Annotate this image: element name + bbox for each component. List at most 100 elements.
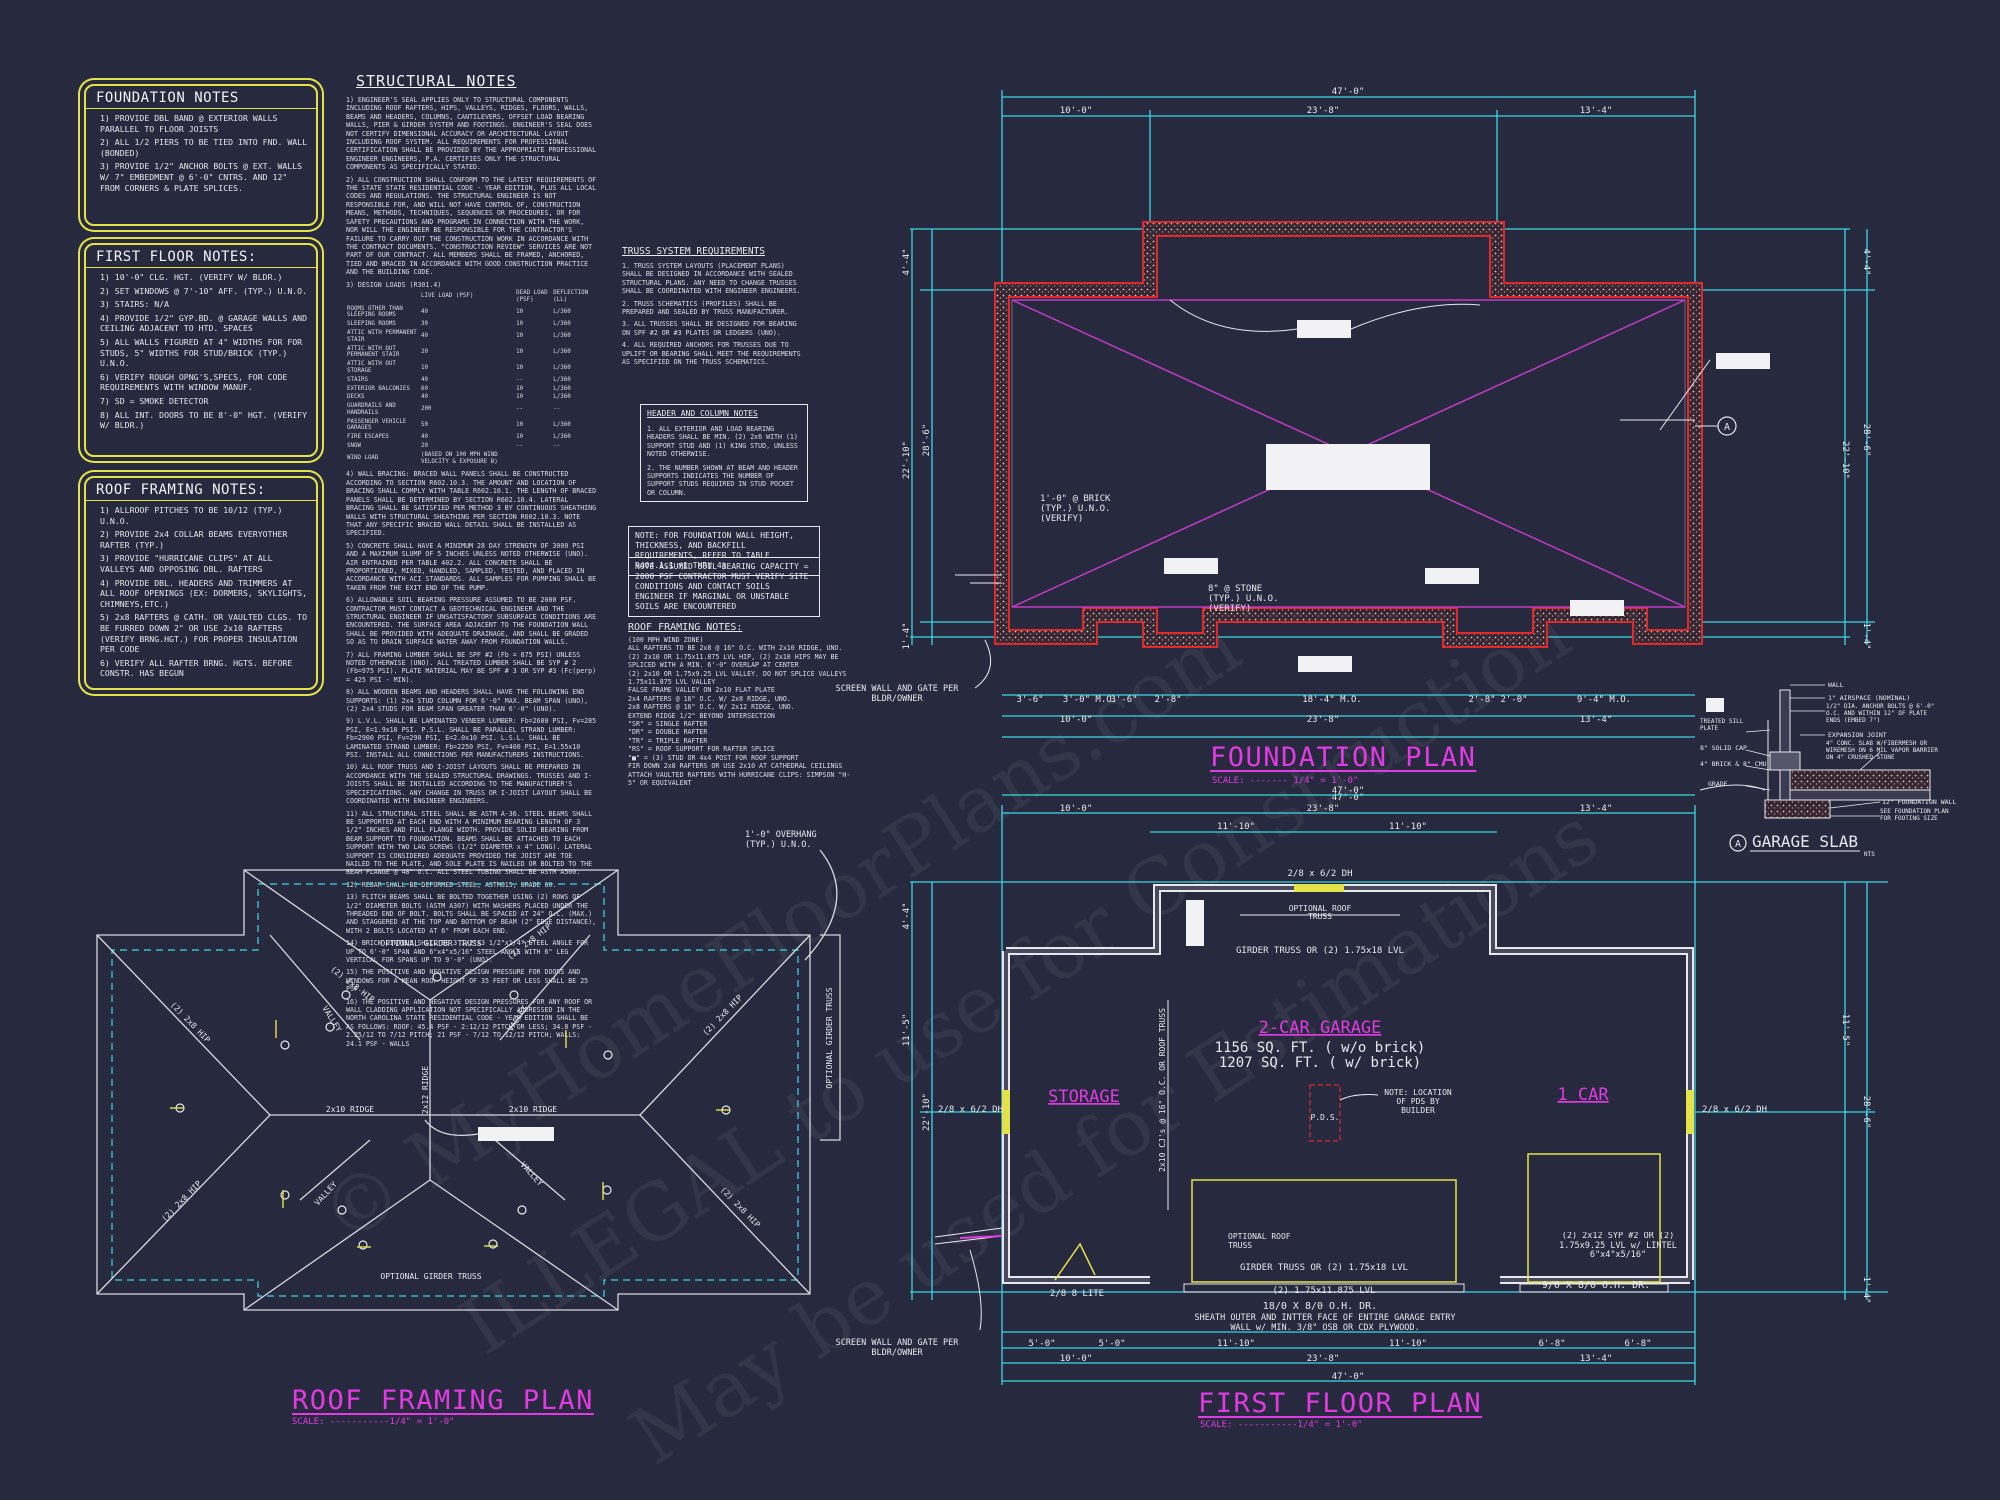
loads-cell: L/360	[553, 333, 571, 340]
loads-cell: EXTERIOR BALCONIES	[347, 385, 410, 392]
nts-label: NTS	[1864, 851, 1875, 858]
dim-label: 11'-5"	[1840, 1014, 1850, 1047]
foundation-note: 2) ALL 1/2 PIERS TO BE TIED INTO FND. WA…	[100, 137, 308, 158]
truss-requirement: 4. ALL REQUIRED ANCHORS FOR TRUSSES DUE …	[622, 341, 801, 367]
foundation-notes-title: FOUNDATION NOTES	[86, 86, 316, 109]
structural-note: 7) ALL FRAMING LUMBER SHALL BE SPF #2 (F…	[346, 650, 597, 684]
loads-cell: WIND LOAD	[347, 455, 379, 462]
loads-row: WIND LOAD(BASED ON 100 MPH WIND VELOCITY…	[346, 451, 598, 467]
slab-label: EXPANSION JOINT	[1828, 731, 1887, 739]
soil-bearing-note: NOTE ASSUMED SOIL BEARING CAPACITY = 200…	[628, 557, 820, 617]
slab-label: GRADE	[1708, 780, 1728, 788]
pds-note: NOTE: LOCATION OF PDS BY BUILDER	[1384, 1088, 1452, 1115]
loads-cell: 30	[420, 321, 428, 328]
roof-framing-note-line: FALSE FRAME VALLEY ON 2x10 FLAT PLATE	[628, 686, 775, 695]
section-marker	[1729, 834, 1747, 852]
dim-label: 23'-8"	[1307, 1354, 1340, 1364]
truss-requirements: TRUSS SYSTEM REQUIREMENTS 1. TRUSS SYSTE…	[622, 246, 807, 366]
roof-label: VALLEY	[519, 1160, 545, 1188]
loads-cell: 50	[420, 422, 428, 429]
structural-note: 6) ALLOWABLE SOIL BEARING PRESSURE ASSUM…	[346, 596, 597, 647]
dim-label: 13'-4"	[1580, 1354, 1613, 1364]
structural-note: 10) ALL ROOF TRUSS AND I-JOIST LAYOUTS S…	[346, 763, 593, 806]
garage-slab-section: WALL 1" AIRSPACE (NOMINAL) 1/2" DIA. ANC…	[1699, 681, 1956, 858]
loads-cell: ATTIC WITH OUT STORAGE	[347, 361, 396, 374]
dim-label: 3'-6"	[1110, 695, 1137, 705]
dim-label: 5'-0"	[1028, 1339, 1055, 1349]
loads-cell: STAIRS	[347, 376, 368, 383]
dim-label: 2'-0"	[1500, 695, 1527, 705]
loads-cell: L/360	[553, 376, 571, 383]
door-label: 9/0 X 8/0 O.H. DR.	[1542, 1280, 1650, 1291]
roof-framing-note-line: ATTACH VAULTED RAFTERS WITH HURRICANE CL…	[628, 770, 851, 787]
roof-framing-plan-scale: SCALE: -----------1/4" = 1'-0"	[292, 1417, 455, 1427]
loads-cell: 10	[516, 348, 524, 355]
loads-cell: L/360	[553, 321, 571, 328]
dim-label: 4'-4"	[902, 902, 912, 929]
loads-cell: ATTIC WITH OUT PERMANENT STAIR	[347, 345, 400, 359]
roof-framing-note: 3) PROVIDE "HURRICANE CLIPS" AT ALL VALL…	[100, 553, 273, 574]
dim-label: 47'-0"	[1332, 793, 1365, 803]
loads-cell: 40	[420, 376, 428, 383]
roof-support-posts	[175, 972, 731, 1250]
garage-door-small	[1527, 1153, 1661, 1283]
foundation-dims-text: 47'-0" 10'-0" 23'-8" 13'-4" 3'-6" 3'-0" …	[902, 87, 1871, 803]
design-loads-table: LIVE LOAD (PSF) DEAD LOAD (PSF) DEFLECTI…	[346, 289, 598, 467]
roof-framing-note-line: (100 MPH WIND ZONE)	[628, 636, 704, 644]
section-marker-label: A	[1724, 422, 1730, 433]
dim-label: 2'-8"	[1468, 695, 1495, 705]
roof-label: 2x10 RIDGE	[509, 1105, 557, 1114]
slab-label: 4" BRICK & 8" CMU	[1700, 760, 1767, 768]
first-floor-notes-title: FIRST FLOOR NOTES:	[86, 245, 316, 268]
roof-framing-note: 5) 2x8 RAFTERS @ CATH. OR VAULTED CLGS. …	[100, 612, 308, 655]
first-floor-note: 1) 10'-0" CLG. HGT. (VERIFY W/ BLDR.)	[100, 272, 283, 282]
roof-framing-note-line: 2x4 RAFTERS @ 16" O.C. W/ 2x8 RIDGE, UNO…	[628, 694, 791, 703]
loads-cell: L/360	[553, 364, 571, 371]
dim-label: 28'-6"	[1861, 424, 1871, 457]
loads-cell: 60	[420, 385, 428, 392]
girder-label: GIRDER TRUSS OR (2) 1.75x18 LVL	[1236, 946, 1404, 956]
roof-framing-note-line: "TR" = TRIPLE RAFTER	[628, 736, 708, 745]
roof-label: (2) 2x8 HIP	[701, 993, 744, 1037]
window	[1002, 1090, 1010, 1134]
loads-cell: 10	[516, 422, 524, 429]
loads-header: DEAD LOAD (PSF)	[516, 289, 548, 303]
loads-cell: 10	[516, 308, 524, 315]
room-garage-label: 2-CAR GARAGE	[1259, 1018, 1382, 1038]
truss-requirement: 1. TRUSS SYSTEM LAYOUTS (PLACEMENT PLANS…	[622, 262, 801, 296]
loads-cell: L/360	[553, 394, 571, 401]
first-floor-note: 3) STAIRS: N/A	[100, 299, 170, 310]
loads-cell: SLEEPING ROOMS	[347, 321, 396, 328]
first-floor-plan-title: FIRST FLOOR PLAN	[1198, 1388, 1483, 1419]
brick-label: 1'-0" @ BRICK (TYP.) U.N.O. (VERIFY)	[1040, 494, 1111, 524]
dim-label: 11'-5"	[902, 1014, 912, 1047]
roof-label: 2x10 RIDGE	[326, 1105, 374, 1114]
roof-arrows	[170, 1020, 730, 1248]
first-floor-note: 5) ALL WALLS FIGURED AT 4" WIDTHS FOR FO…	[100, 336, 303, 369]
roof-framing-plan-title: ROOF FRAMING PLAN	[292, 1385, 594, 1416]
loads-cell: --	[516, 376, 524, 383]
roof-framing-plan	[96, 849, 841, 1311]
dim-label: 10'-0"	[1060, 715, 1093, 725]
loads-cell: 40	[420, 308, 428, 315]
anchor-tag	[1425, 568, 1479, 584]
first-floor-plan: 10'-0" 23'-8" 13'-4" 47'-0" 11'-10" 11'-…	[836, 786, 1888, 1385]
garage-door-big	[1191, 1179, 1457, 1283]
dim-label: 47'-0"	[1332, 786, 1365, 796]
loads-cell: 10	[516, 394, 524, 401]
dim-label: 6'-8"	[1624, 1339, 1651, 1349]
anchor-tag	[1164, 558, 1218, 574]
pds-box	[1309, 1084, 1341, 1142]
roof-framing-note-line: EXTEND RIDGE 1/2" BEYOND INTERSECTION	[628, 711, 775, 720]
dim-label: 4'-4"	[902, 248, 912, 275]
loads-cell: L/360	[553, 348, 571, 355]
dim-label: 1'-4"	[902, 622, 912, 649]
structural-note: 3) DESIGN LOADS (R301.4)	[346, 280, 442, 289]
dim-label: 3'-6"	[1016, 695, 1043, 705]
sheath-note: SHEATH OUTER AND INTTER FACE OF ENTIRE G…	[1194, 1313, 1456, 1333]
